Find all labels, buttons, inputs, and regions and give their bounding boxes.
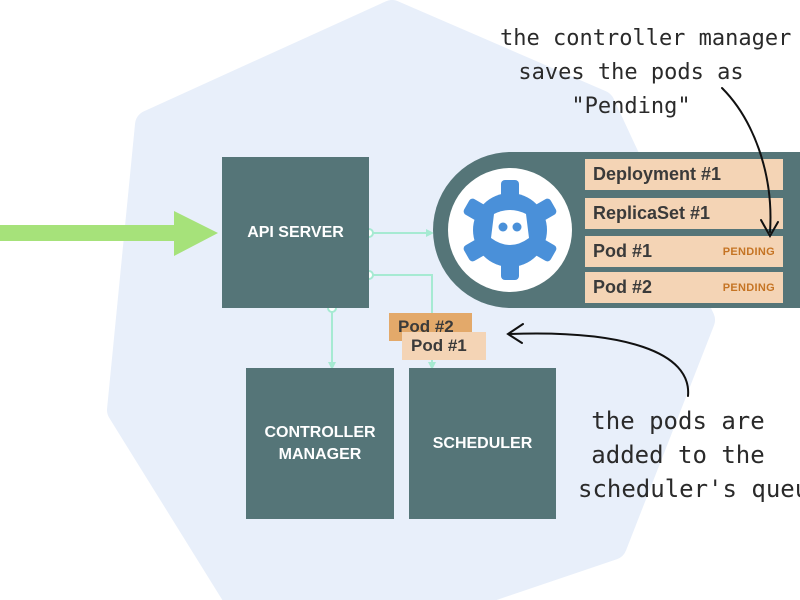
scheduler-queue-annotation: the pods are added to the scheduler's qu… <box>578 404 800 506</box>
annotation-line: the controller manager <box>500 26 792 51</box>
annotation-line: the pods are <box>591 407 765 435</box>
api-server-label: API SERVER <box>247 223 344 241</box>
controller-manager-label: CONTROLLER MANAGER <box>264 423 376 463</box>
scheduler-label: SCHEDULER <box>432 434 533 452</box>
queued-pod-label: Pod #2 <box>398 317 454 336</box>
annotation-line: added to the <box>591 441 765 469</box>
controller-manager-annotation: the controller manager saves the pods as… <box>500 22 792 124</box>
incoming-arrow-icon <box>0 211 218 256</box>
record-label: ReplicaSet #1 <box>593 203 711 223</box>
record-label: Deployment #1 <box>593 164 722 184</box>
curved-arrow-icon <box>506 323 690 397</box>
controller-manager-box: CONTROLLER MANAGER <box>246 368 394 519</box>
etcd-icon <box>463 180 557 280</box>
curved-arrow-icon <box>721 87 779 239</box>
datastore-record-pod-1: Pod #1 PENDING <box>585 236 783 267</box>
record-label: Pod #2 <box>593 277 653 297</box>
annotation-line: scheduler's queue <box>578 475 800 503</box>
record-status-badge: PENDING <box>722 281 775 294</box>
annotation-line: "Pending" <box>571 94 691 119</box>
queued-pod-label: Pod #1 <box>411 336 467 355</box>
datastore-record-deployment: Deployment #1 <box>585 159 783 190</box>
record-label: Pod #1 <box>593 241 653 261</box>
queued-pod-chip: Pod #1 <box>402 332 486 360</box>
api-server-box: API SERVER <box>222 157 369 308</box>
datastore-record-pod-2: Pod #2 PENDING <box>585 272 783 303</box>
record-status-badge: PENDING <box>722 245 775 258</box>
annotation-line: saves the pods as <box>518 60 744 85</box>
datastore-record-replicaset: ReplicaSet #1 <box>585 198 783 229</box>
scheduler-box: SCHEDULER <box>409 368 556 519</box>
